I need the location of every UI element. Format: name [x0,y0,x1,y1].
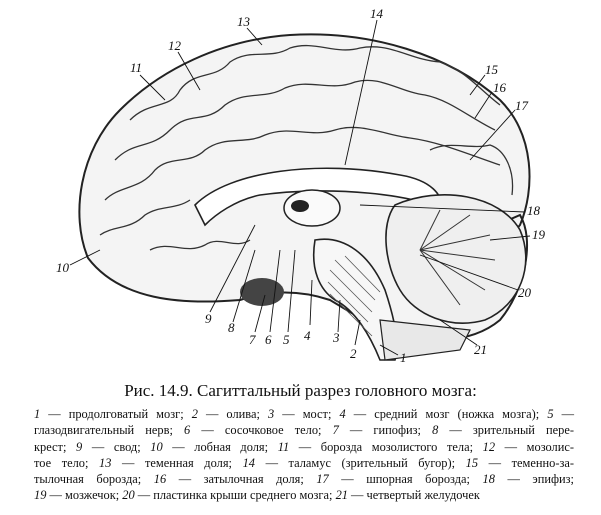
leader-lines [69,19,531,356]
legend-number: 5 [547,407,554,421]
legend-line: 19 — мозжечок; 20 — пластинка крыши сред… [34,487,574,503]
legend-number: 21 [335,488,348,503]
pituitary [240,278,284,306]
label-5: 5 [283,332,290,347]
legend-line: тылочная борозда; 16 — затылочная доля; … [34,471,574,487]
label-21: 21 [474,342,487,357]
legend-text: — четвертый желудочек [347,488,480,503]
label-18: 18 [527,203,541,218]
legend-text: — затылочная доля; [166,472,317,487]
legend-number: 8 [432,423,439,438]
thalamus [283,189,341,227]
legend-number: 15 [465,455,479,470]
label-13: 13 [237,14,251,29]
legend-number: 13 [99,455,112,470]
label-7: 7 [249,332,256,347]
legend-number: 20 [122,488,135,503]
legend-number: 14 [242,455,255,470]
label-3: 3 [332,330,340,345]
legend-text: — сосочковое тело; [190,423,333,438]
legend-number: 2 [191,407,198,421]
cerebellum [385,194,527,324]
legend-line: крест; 9 — свод; 10 — лобная доля; 11 — … [34,439,574,455]
label-11: 11 [130,60,142,75]
label-16: 16 [493,80,507,95]
thalamus-inner [291,200,309,212]
legend-number: 1 [34,407,41,421]
label-15: 15 [485,62,499,77]
legend-line: 1 — продолговатый мозг; 2 — олива; 3 — м… [34,406,574,422]
legend-number: 9 [76,439,83,454]
legend-text: глазодвигательный нерв; [34,423,185,438]
legend-text: — свод; [82,439,151,454]
legend-text: тылочная борозда; [34,472,154,487]
label-9: 9 [205,311,212,326]
label-19: 19 [532,227,546,242]
label-17: 17 [515,98,529,113]
legend-text: — эпифиз; [494,472,574,487]
legend-text: — гипофиз; [338,423,433,438]
label-2: 2 [350,346,357,361]
arbor-vitae [419,209,496,306]
label-6: 6 [265,332,272,347]
legend-text: — теменная доля; [111,455,243,470]
legend-number: 11 [277,439,290,454]
legend-text: — пластинка крыши среднего мозга; [134,488,336,503]
brainstem-hatching [327,255,381,337]
legend-text: — мозолис- [495,439,574,454]
legend-number: 10 [150,439,163,454]
cortex-gyri [99,44,514,251]
brain-sagittal-section-illustration: 1 2 3 4 5 6 7 8 9 10 11 12 13 14 15 16 1… [56,6,546,365]
legend-number: 6 [184,423,191,438]
legend-text: — таламус (зрительный бугор); [254,455,466,470]
legend-text: — олива; [197,407,268,421]
figure-caption: Рис. 14.9. Сагиттальный разрез головного… [124,381,477,400]
figure-number-labels: 1 2 3 4 5 6 7 8 9 10 11 12 13 14 15 16 1… [56,6,546,365]
legend-text: — продолговатый мозг; [40,407,192,421]
label-8: 8 [228,320,235,335]
figure-legend: 1 — продолговатый мозг; 2 — олива; 3 — м… [34,406,574,504]
legend-text: — средний мозг (ножка мозга); [345,407,548,421]
legend-number: 3 [267,407,275,421]
label-20: 20 [518,285,532,300]
legend-text: — теменно-за- [478,455,574,470]
label-10: 10 [56,260,70,275]
legend-number: 4 [339,407,346,421]
legend-line: тое тело; 13 — теменная доля; 14 — талам… [34,455,574,471]
legend-text: — шпорная борозда; [328,472,483,487]
legend-text: — борозда мозолистого тела; [289,439,483,454]
legend-number: 18 [482,472,495,487]
legend-number: 7 [332,423,339,438]
legend-number: 12 [482,439,496,454]
legend-text: — лобная доля; [162,439,278,454]
legend-line: глазодвигательный нерв; 6 — сосочковое т… [34,422,574,438]
legend-number: 19 [34,488,47,503]
legend-number: 17 [316,472,329,487]
legend-number: 16 [153,472,167,487]
legend-text: — мост; [274,407,340,421]
legend-text: — зрительный пере- [438,423,574,438]
label-14: 14 [370,6,384,21]
legend-text: тое тело; [34,455,100,470]
label-12: 12 [168,38,182,53]
legend-text: — мозжечок; [46,488,123,503]
brainstem [312,238,398,361]
label-4: 4 [304,328,311,343]
label-1: 1 [400,350,407,365]
legend-text: крест; [34,439,76,454]
legend-text: — [553,407,574,421]
